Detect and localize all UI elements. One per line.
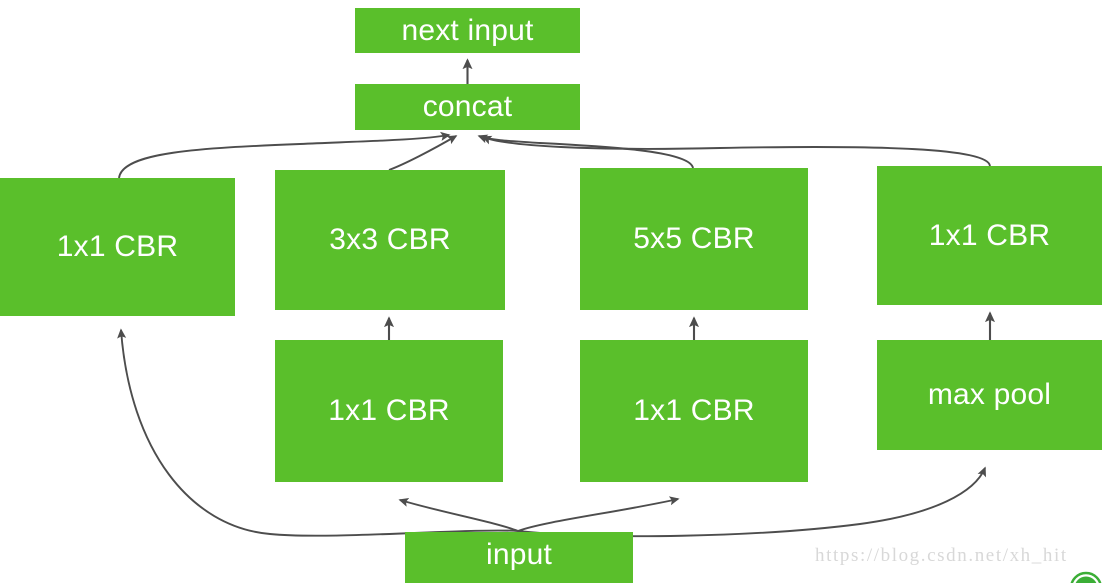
node-label: input bbox=[485, 538, 553, 571]
node-label: next input bbox=[401, 13, 534, 47]
edge-cbr5x5-to-concat bbox=[477, 134, 694, 169]
node-label: 1x1 CBR bbox=[56, 230, 179, 263]
node-label: 5x5 CBR bbox=[633, 222, 755, 255]
node-label: 1x1 CBR bbox=[928, 218, 1051, 252]
csdn-logo-icon bbox=[1070, 571, 1102, 583]
node-max-pool[interactable]: max pool bbox=[877, 340, 1102, 450]
node-cbr-1x1-below-5x5[interactable]: 1x1 CBR bbox=[580, 340, 808, 482]
node-concat[interactable]: concat bbox=[355, 84, 580, 130]
node-label: 1x1 CBR bbox=[633, 394, 755, 427]
node-label: 3x3 CBR bbox=[329, 223, 451, 256]
node-input[interactable]: input bbox=[405, 532, 633, 583]
edge-input-to-cbr1x1d bbox=[517, 496, 680, 532]
node-cbr-1x1-right[interactable]: 1x1 CBR bbox=[877, 166, 1102, 305]
node-cbr-1x1-below-3x3[interactable]: 1x1 CBR bbox=[275, 340, 503, 482]
node-cbr-5x5[interactable]: 5x5 CBR bbox=[580, 168, 808, 310]
edge-input-to-cbr1x1c bbox=[398, 498, 519, 532]
node-label: concat bbox=[422, 90, 513, 123]
node-label: max pool bbox=[927, 378, 1052, 411]
node-label: 1x1 CBR bbox=[328, 394, 450, 427]
node-cbr-3x3[interactable]: 3x3 CBR bbox=[275, 170, 505, 310]
edge-cbr1x1b-to-concat bbox=[481, 135, 991, 167]
edge-cbr3x3-to-concat bbox=[388, 135, 458, 171]
node-cbr-1x1-left[interactable]: 1x1 CBR bbox=[0, 178, 235, 316]
watermark-url: https://blog.csdn.net/xh_hit bbox=[815, 545, 1068, 566]
node-next-input[interactable]: next input bbox=[355, 8, 580, 53]
